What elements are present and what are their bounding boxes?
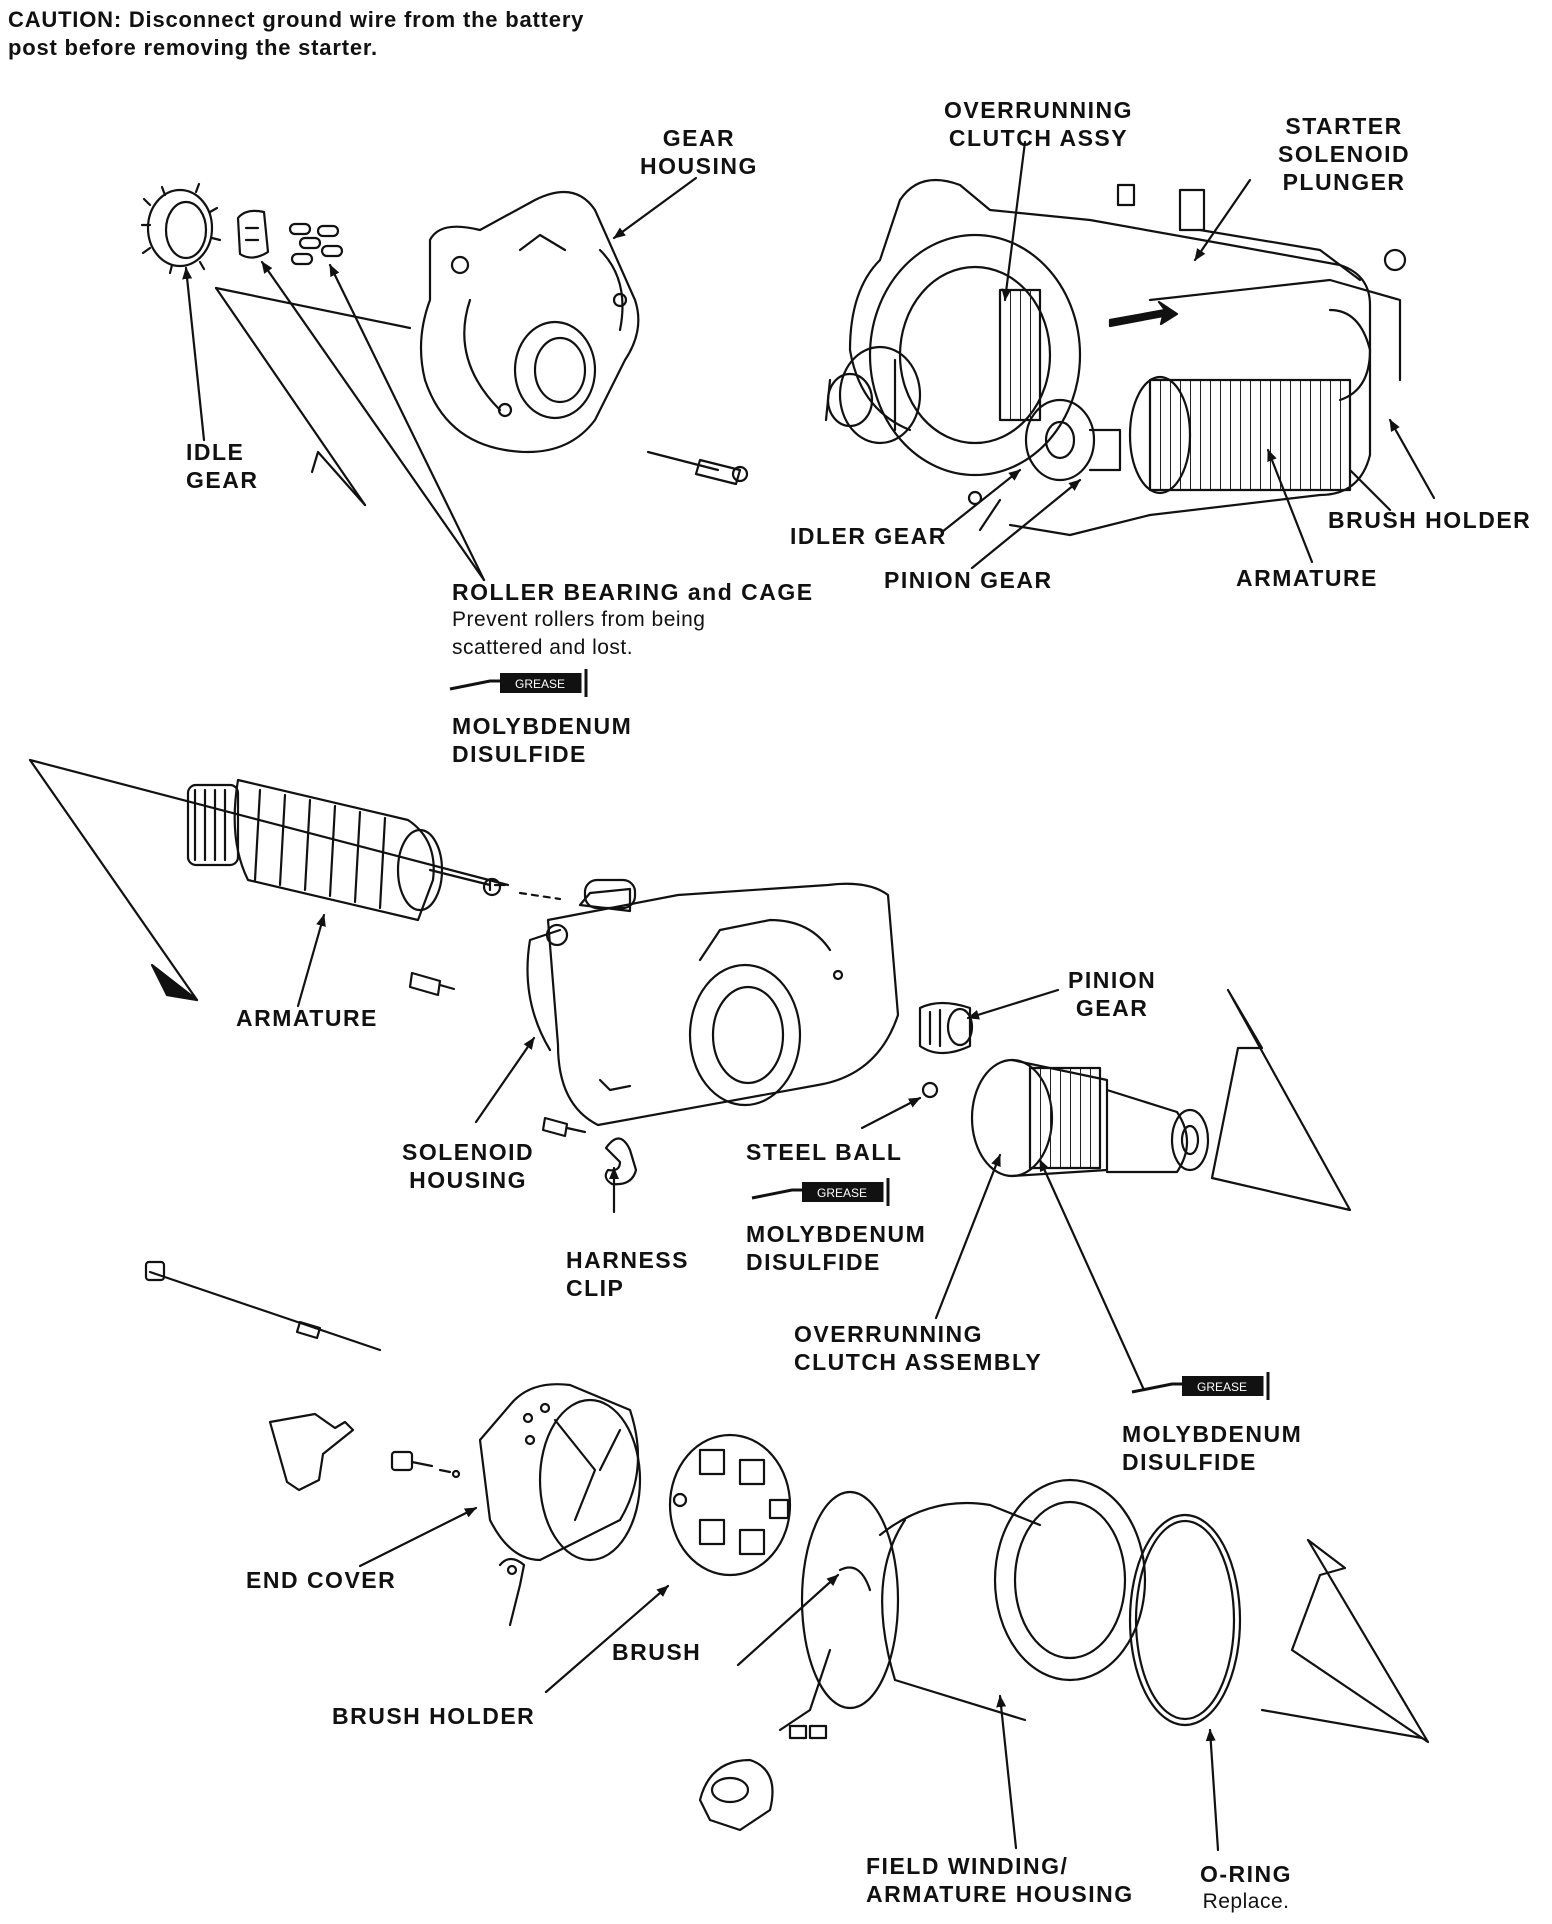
gear-housing-part [419, 190, 640, 454]
label-overrunning-clutch-assembly: OVERRUNNING CLUTCH ASSEMBLY [794, 1321, 1043, 1375]
o-ring-part [1128, 1513, 1242, 1727]
caution-line-1: CAUTION: Disconnect ground wire from the… [8, 7, 585, 32]
caution-line-2: post before removing the starter. [8, 35, 378, 60]
roller-bearing-cage-part [236, 209, 344, 266]
terminal-bottom-part [698, 1758, 774, 1832]
label-solenoid-housing: SOLENOID HOUSING [402, 1139, 535, 1193]
caution-note: CAUTION: Disconnect ground wire from the… [8, 6, 584, 62]
field-winding-housing-part [778, 1478, 1147, 1740]
grease-icon-3: GREASE [1131, 1372, 1270, 1400]
grease-icon-2: GREASE [751, 1178, 890, 1206]
label-field-winding: FIELD WINDING/ ARMATURE HOUSING [866, 1853, 1134, 1907]
label-idle-gear: IDLE GEAR [186, 439, 259, 493]
svg-text:GREASE: GREASE [1197, 1380, 1247, 1394]
label-molybdenum-3: MOLYBDENUM DISULFIDE [1122, 1421, 1303, 1475]
label-starter-solenoid-plunger: STARTER SOLENOID PLUNGER [1278, 113, 1411, 195]
svg-text:GREASE: GREASE [515, 677, 565, 691]
end-cover-part [478, 1383, 642, 1562]
harness-clip-part [604, 1137, 638, 1186]
label-idler-gear: IDLER GEAR [790, 523, 947, 549]
label-armature-top: ARMATURE [1236, 565, 1378, 591]
label-end-cover: END COVER [246, 1567, 397, 1593]
label-brush-holder-top: BRUSH HOLDER [1328, 507, 1532, 533]
label-brush-holder-bottom: BRUSH HOLDER [332, 1703, 536, 1729]
idle-gear-part [140, 182, 222, 275]
long-through-bolt [144, 1260, 382, 1352]
label-molybdenum-1: MOLYBDENUM DISULFIDE [452, 713, 633, 767]
label-o-ring: O-RING Replace. [1200, 1861, 1293, 1913]
end-cover-bracket [268, 1412, 355, 1492]
grease-icon-1: GREASE [449, 669, 588, 697]
label-armature-mid: ARMATURE [236, 1005, 378, 1031]
label-brush: BRUSH [612, 1639, 702, 1665]
label-overrunning-clutch-assy: OVERRUNNING CLUTCH ASSY [944, 97, 1134, 151]
through-bolt-small [646, 450, 749, 486]
overrunning-clutch-mid-part [970, 1058, 1210, 1178]
bolt-harness [541, 1116, 587, 1138]
label-pinion-gear-mid: PINION GEAR [1068, 967, 1157, 1021]
starter-assembly [824, 178, 1407, 537]
small-bolt-mid [408, 971, 456, 997]
label-roller-bearing: ROLLER BEARING and CAGE Prevent rollers … [452, 579, 814, 659]
label-pinion-gear-top: PINION GEAR [884, 567, 1053, 593]
small-terminal-part [498, 1557, 526, 1627]
armature-mid-part [186, 778, 507, 922]
pinion-gear-mid-part [918, 1001, 974, 1055]
end-cover-screw [390, 1450, 461, 1479]
label-harness-clip: HARNESS CLIP [566, 1247, 689, 1301]
steel-ball-part [921, 1081, 939, 1099]
label-molybdenum-2: MOLYBDENUM DISULFIDE [746, 1221, 927, 1275]
label-steel-ball: STEEL BALL [746, 1139, 903, 1165]
svg-text:GREASE: GREASE [817, 1186, 867, 1200]
solenoid-housing-part [526, 878, 900, 1127]
label-gear-housing: GEAR HOUSING [640, 125, 758, 179]
brush-holder-bottom-part [668, 1433, 792, 1577]
